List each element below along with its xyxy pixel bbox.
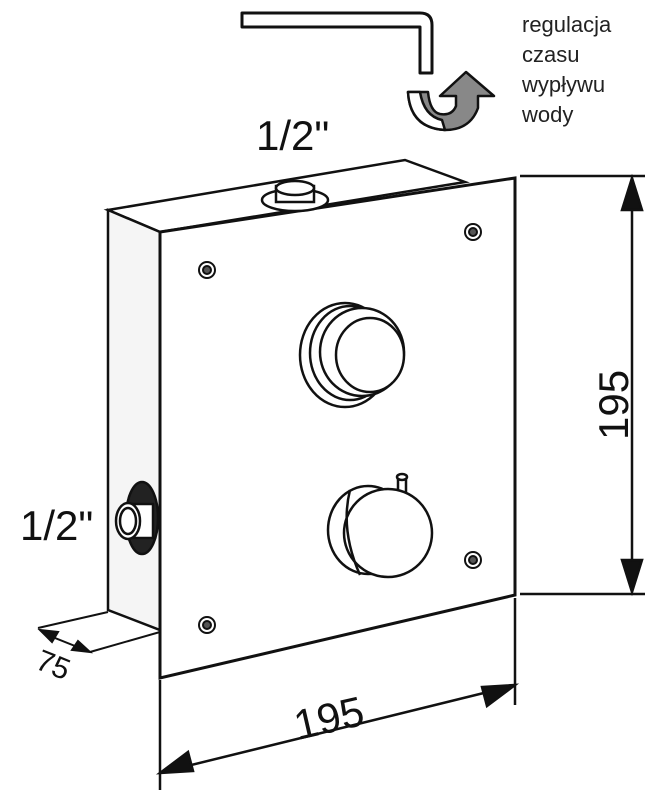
box-side-face bbox=[106, 208, 162, 632]
screw-icon-bottom-right bbox=[464, 551, 482, 569]
note-line-4: wody bbox=[521, 102, 573, 127]
note-line-3: wypływu bbox=[521, 72, 605, 97]
screw-icon-bottom-left bbox=[198, 616, 216, 634]
mixing-knob bbox=[326, 472, 434, 579]
adjustment-note: regulacja czasu wypływu wody bbox=[521, 12, 612, 127]
top-connector bbox=[260, 179, 330, 213]
side-connector bbox=[114, 480, 160, 556]
screw-icon-top-left bbox=[198, 261, 216, 279]
front-panel bbox=[158, 176, 517, 680]
depth-dimension bbox=[37, 611, 161, 654]
note-line-1: regulacja bbox=[522, 12, 612, 37]
note-line-2: czasu bbox=[522, 42, 579, 67]
top-connection-label: 1/2" bbox=[256, 112, 329, 159]
depth-label: 75 bbox=[31, 644, 74, 687]
hex-key-icon bbox=[240, 11, 434, 75]
push-button bbox=[298, 301, 406, 409]
height-dimension bbox=[520, 173, 645, 597]
width-dimension bbox=[155, 598, 520, 790]
side-connection-label: 1/2" bbox=[20, 502, 93, 549]
screw-icon-top-right bbox=[464, 223, 482, 241]
rotation-arrow-icon bbox=[406, 70, 496, 132]
width-label: 195 bbox=[289, 687, 368, 749]
height-label: 195 bbox=[590, 370, 637, 440]
